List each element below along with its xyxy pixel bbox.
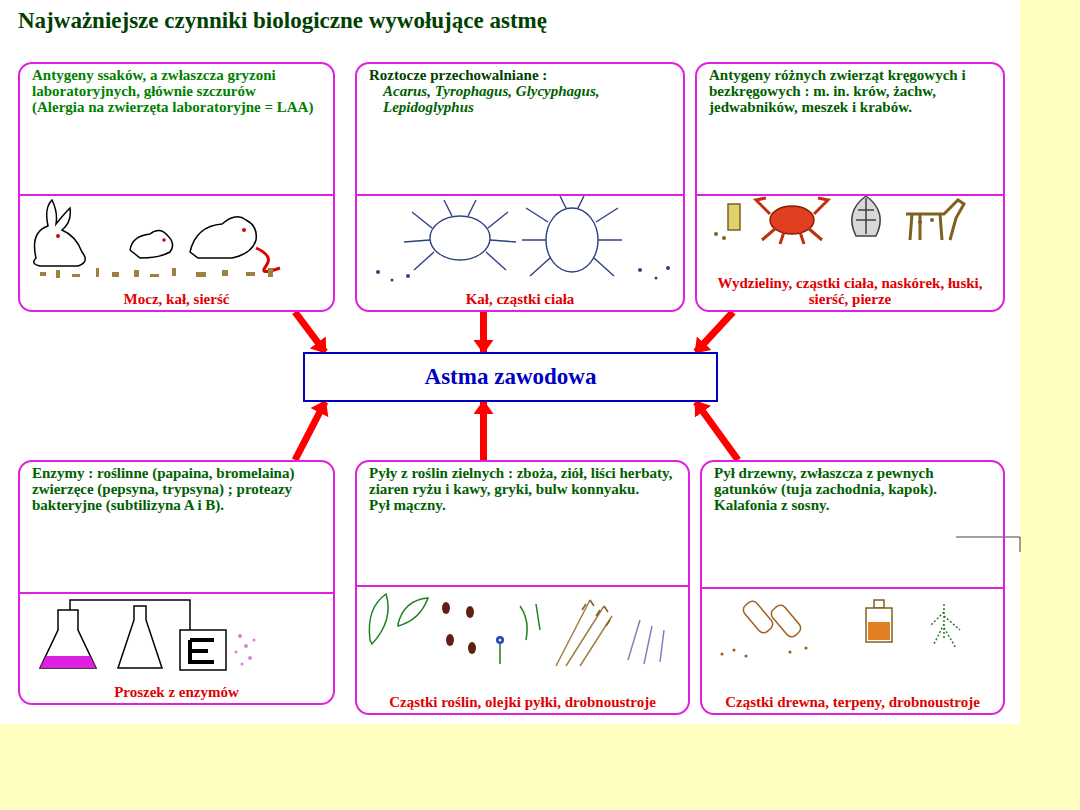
plant-material (369, 594, 664, 666)
box-heading: Antygeny ssaków, a zwłaszcza gryzoni lab… (20, 64, 333, 115)
source-caption: Mocz, kał, sierść (24, 291, 329, 307)
leader-line (956, 537, 1020, 552)
red-arrow (480, 402, 487, 460)
source-text: (Alergia na zwierzęta laboratoryjne = LA… (32, 99, 325, 115)
source-box: Roztocze przechowalniane :Acarus, Tyroph… (355, 62, 685, 312)
box-divider (357, 194, 683, 196)
source-caption: Cząstki drewna, terpeny, drobnoustroje (706, 694, 999, 710)
source-text: Pył drzewny, zwłaszcza z pewnych gatunkó… (714, 465, 995, 513)
box-divider (697, 194, 1003, 196)
source-text: Antygeny różnych zwierząt kręgowych i be… (709, 67, 995, 115)
source-caption: Kał, cząstki ciała (361, 291, 679, 307)
source-text: Pył mączny. (369, 497, 680, 513)
red-arrow (295, 312, 325, 352)
source-box: Antygeny różnych zwierząt kręgowych i be… (695, 62, 1005, 312)
source-text: Acarus, Tyrophagus, Glycyphagus, Lepidog… (369, 83, 675, 115)
wood-material (720, 599, 960, 658)
source-caption: Wydzieliny, cząstki ciała, naskórek, łus… (701, 275, 999, 307)
mite-particles (376, 266, 670, 282)
red-arrow (480, 312, 487, 352)
source-caption: Proszek z enzymów (24, 684, 329, 700)
central-label: Astma zawodowa (425, 364, 597, 390)
source-text: Enzymy : roślinne (papaina, bromelaina) … (32, 465, 325, 513)
red-arrow (696, 402, 738, 460)
lab-animals (34, 200, 280, 272)
droppings (40, 268, 273, 278)
source-text: Pyły z roślin zielnych : zboża, ziół, li… (369, 465, 680, 497)
box-heading: Enzymy : roślinne (papaina, bromelaina) … (20, 462, 333, 513)
source-box: Enzymy : roślinne (papaina, bromelaina) … (18, 460, 335, 705)
box-divider (20, 592, 333, 594)
source-box: Pył drzewny, zwłaszcza z pewnych gatunkó… (700, 460, 1005, 715)
box-heading: Pyły z roślin zielnych : zboża, ziół, li… (357, 462, 688, 513)
box-heading: Roztocze przechowalniane :Acarus, Tyroph… (357, 64, 683, 115)
enzyme-powder (234, 634, 255, 666)
box-divider (20, 194, 333, 196)
source-text: Antygeny ssaków, a zwłaszcza gryzoni lab… (32, 67, 325, 99)
mites (404, 196, 622, 276)
animals (714, 196, 964, 244)
red-arrow (696, 312, 733, 352)
central-box: Astma zawodowa (303, 352, 718, 402)
box-heading: Pył drzewny, zwłaszcza z pewnych gatunkó… (702, 462, 1003, 513)
source-box: Pyły z roślin zielnych : zboża, ziół, li… (355, 460, 690, 715)
source-text: Roztocze przechowalniane : (369, 67, 675, 83)
lab-glassware (40, 600, 226, 670)
source-caption: Cząstki roślin, olejki pyłki, drobnoustr… (361, 694, 684, 710)
box-divider (357, 585, 688, 587)
red-arrow (295, 402, 325, 460)
box-divider (702, 587, 1003, 589)
diagram-title: Najważniejsze czynniki biologiczne wywoł… (18, 8, 547, 34)
source-box: Antygeny ssaków, a zwłaszcza gryzoni lab… (18, 62, 335, 312)
box-heading: Antygeny różnych zwierząt kręgowych i be… (697, 64, 1003, 115)
